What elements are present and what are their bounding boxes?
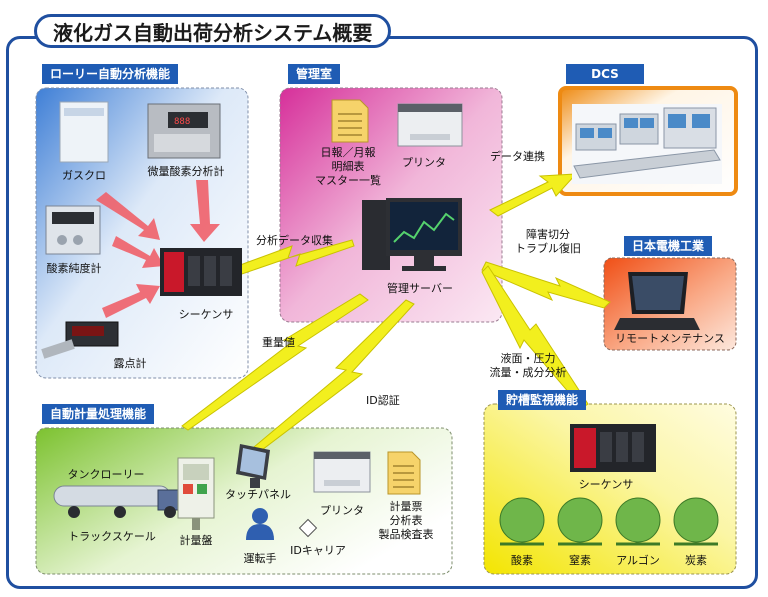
tank-lorry-icon <box>53 485 185 518</box>
weight-value-label: 重量値 <box>262 336 295 349</box>
gas-chroma-icon <box>59 101 109 163</box>
laptop-icon <box>614 272 700 330</box>
tank-nitrogen-icon <box>557 497 603 546</box>
lorry-heading: ローリー自動分析機能 <box>42 64 179 84</box>
weighing-printer-icon <box>313 451 371 493</box>
analysis-collect-label: 分析データ収集 <box>256 234 333 247</box>
dew-point-meter-icon <box>41 321 119 359</box>
arrow-gaschroma <box>96 192 160 240</box>
weighing-panel-label: 計量盤 <box>179 534 213 547</box>
touch-panel-label: タッチパネル <box>225 488 291 501</box>
data-link-label: データ連携 <box>490 150 545 163</box>
red-arrows <box>96 180 220 318</box>
tank-monitor-heading: 貯槽監視機能 <box>498 390 587 410</box>
driver-label: 運転手 <box>243 552 277 565</box>
page-title: 液化ガス自動出荷分析システム概要 <box>34 14 392 48</box>
oxygen-purity-meter-icon <box>45 205 101 255</box>
storage-tanks-icon <box>499 497 719 546</box>
tank-oxygen-icon <box>499 497 545 546</box>
tank-label-carbon: 炭素 <box>685 554 707 567</box>
tank-label-oxygen: 酸素 <box>511 554 533 567</box>
dcs-console-icon <box>572 104 722 184</box>
truck-scale-label: トラックスケール <box>68 530 156 543</box>
slips-label: 計量票 分析表 製品検査表 <box>378 500 434 541</box>
tank-label-argon: アルゴン <box>616 554 660 567</box>
driver-icon <box>246 508 274 540</box>
trace-oxygen-analyzer-icon: 888 <box>147 103 221 159</box>
id-carrier-label: IDキャリア <box>290 544 346 557</box>
tank-label-nitrogen: 窒素 <box>569 554 591 567</box>
oxygen-purity-label: 酸素純度計 <box>46 262 102 275</box>
bolt-analysis <box>231 239 355 277</box>
bolt-nihon <box>481 261 611 309</box>
control-room-heading: 管理室 <box>288 64 341 84</box>
tank-sequencer-icon <box>570 424 656 472</box>
tank-sequencer-label: シーケンサ <box>578 478 634 491</box>
weighing-printer-label: プリンタ <box>320 504 364 517</box>
id-carrier-icon <box>298 518 318 538</box>
nihon-denki-heading: 日本電機工業 <box>624 236 713 256</box>
tank-carbon-icon <box>673 497 719 546</box>
dcs-heading: DCS <box>566 64 644 84</box>
arrow-oxygen-purity <box>112 236 164 268</box>
svg-text:888: 888 <box>174 117 190 127</box>
server-icon <box>362 198 462 271</box>
printer-label: プリンタ <box>402 156 446 169</box>
bolt-weight <box>181 293 369 431</box>
sequencer-label: シーケンサ <box>178 308 234 321</box>
server-label: 管理サーバー <box>387 282 453 295</box>
weighing-panel-icon <box>177 457 215 530</box>
report-document-icon <box>331 99 369 143</box>
tank-argon-icon <box>615 497 661 546</box>
reports-label: 日報／月報 明細表 マスター一覧 <box>315 146 381 187</box>
slips-document-icon <box>387 451 421 495</box>
arrow-trace-oxygen <box>190 180 220 242</box>
sequencer-icon <box>160 248 242 296</box>
lightning-links <box>181 173 611 457</box>
tank-lorry-label: タンクローリー <box>67 468 145 481</box>
touch-panel-icon <box>236 444 270 488</box>
trace-oxygen-label: 微量酸素分析計 <box>147 165 225 178</box>
tank-monitor-panel <box>483 403 737 575</box>
remote-maintenance-label: リモートメンテナンス <box>615 332 725 345</box>
printer-icon <box>397 103 463 147</box>
bolt-dcs <box>489 173 578 217</box>
gas-chroma-label: ガスクロ <box>62 169 106 182</box>
auto-weighing-heading: 自動計量処理機能 <box>42 404 155 424</box>
fault-recovery-label: 障害切分 トラブル復旧 <box>515 228 581 255</box>
tank-data-label: 液面・圧力 流量・成分分析 <box>489 352 567 379</box>
arrow-dew-point <box>102 284 160 318</box>
dew-point-label: 露点計 <box>113 357 147 370</box>
id-auth-label: ID認証 <box>366 394 400 407</box>
